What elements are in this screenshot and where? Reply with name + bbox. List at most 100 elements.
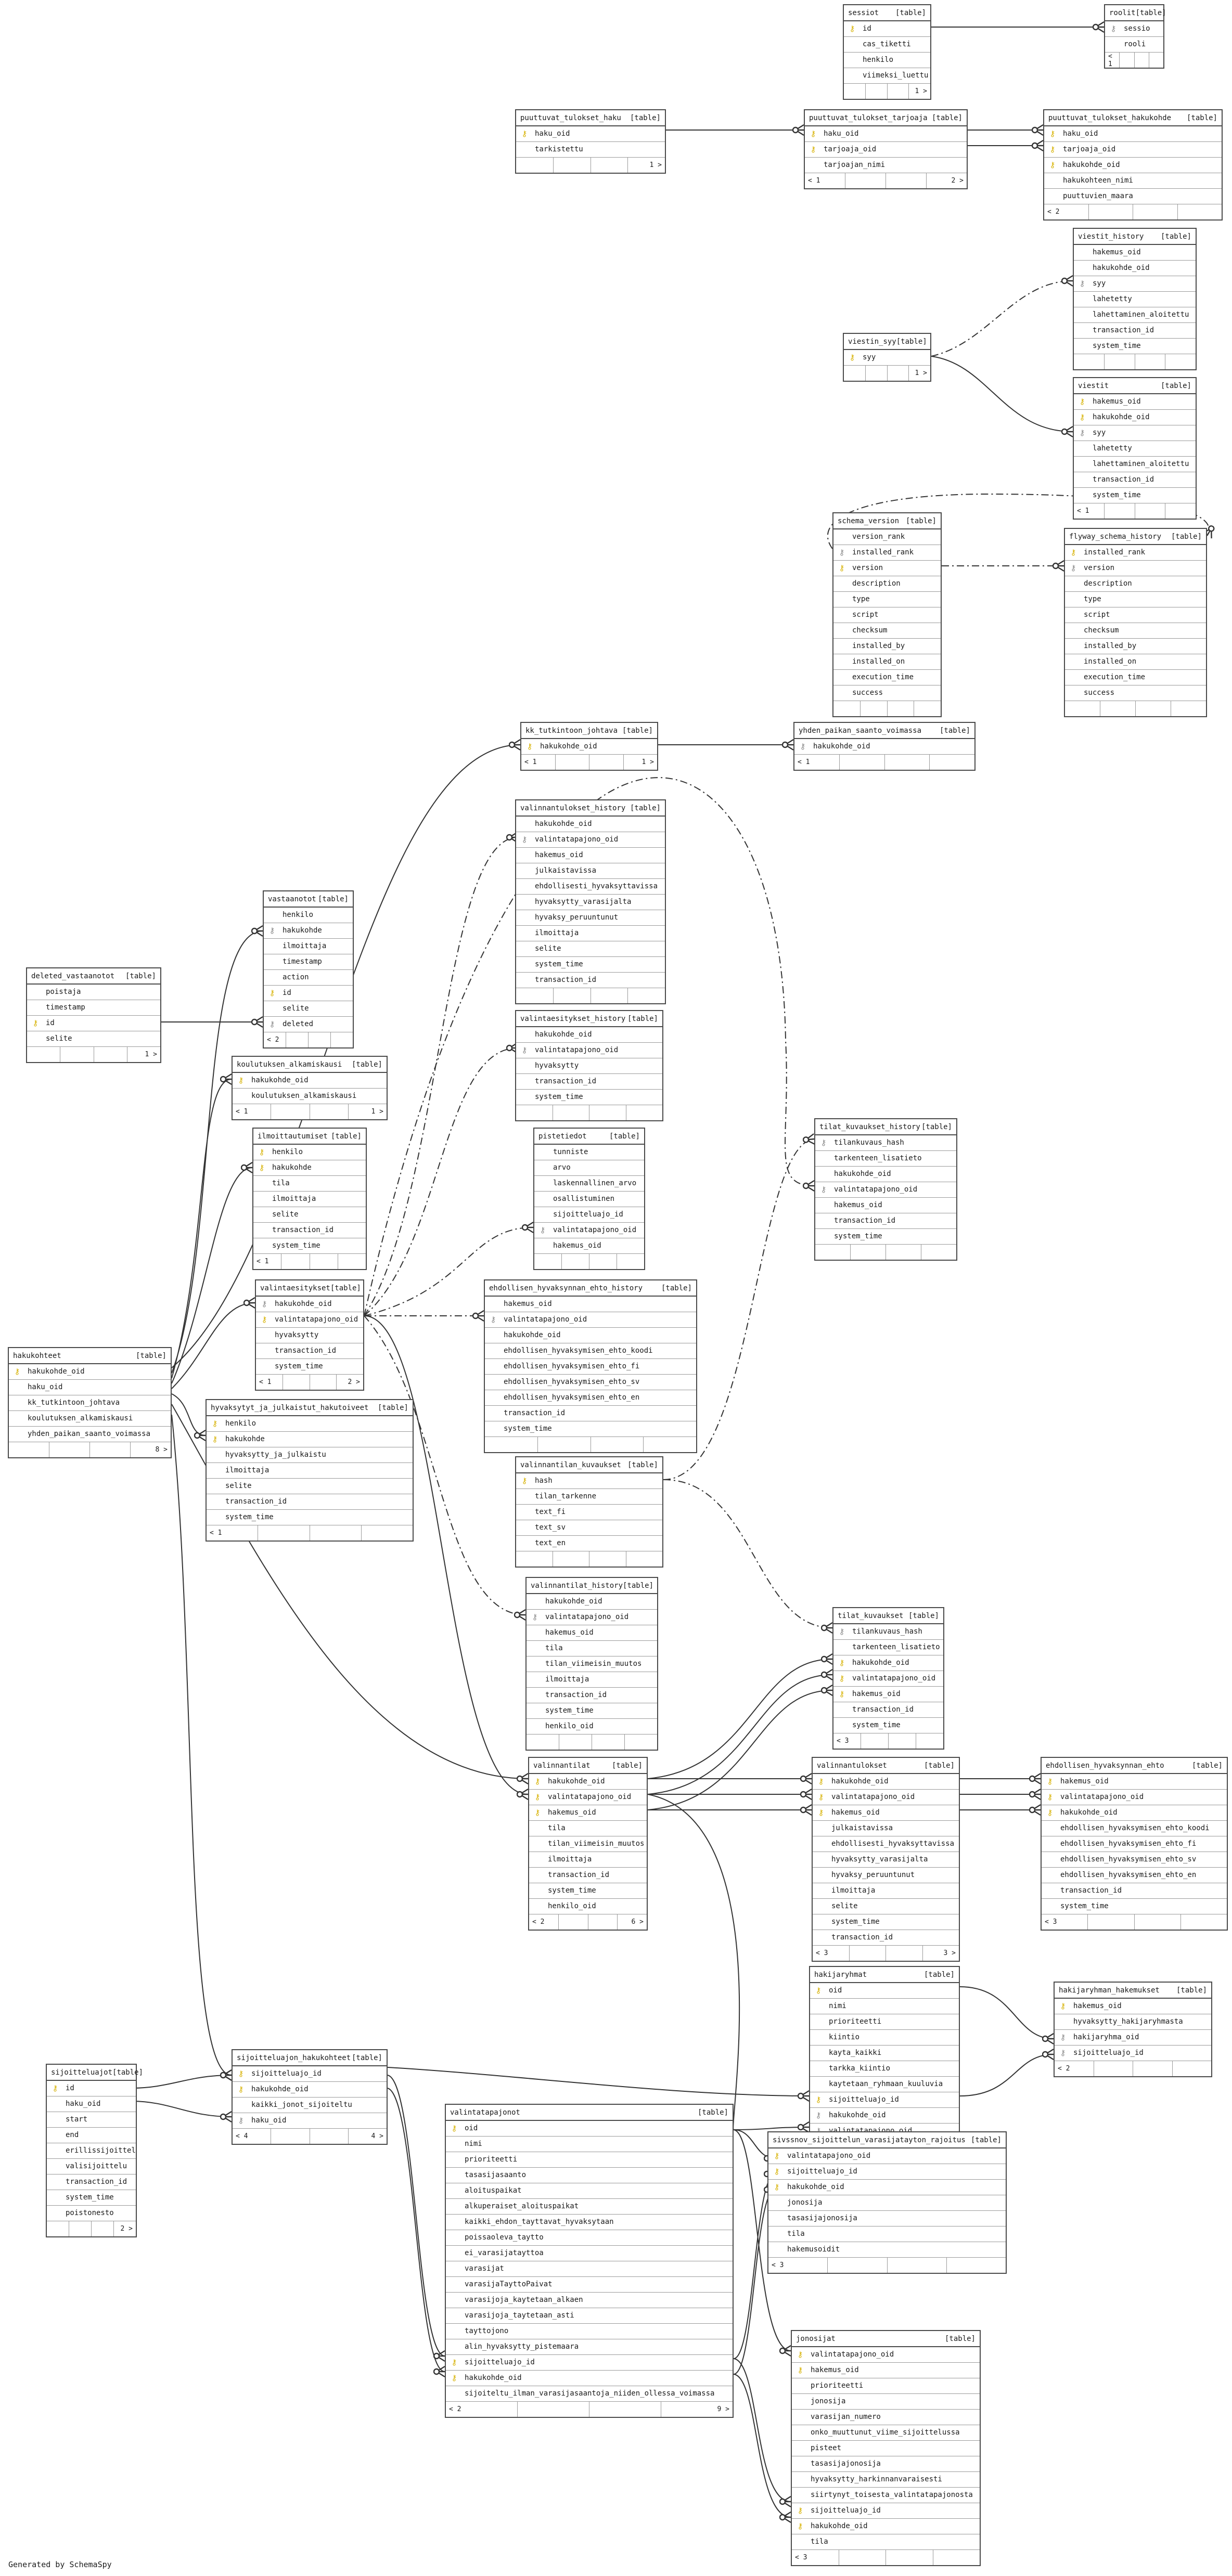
column-row[interactable]: ⚷hakukohde_oid <box>446 2371 733 2386</box>
column-row[interactable]: hakukohde_oid <box>516 1027 662 1043</box>
column-row[interactable]: nimi <box>446 2137 733 2152</box>
child-count[interactable] <box>628 988 665 1003</box>
table-viestit[interactable]: viestit[table]⚷hakemus_oid⚷hakukohde_oid… <box>1073 377 1197 520</box>
column-row[interactable]: hyvaksy_peruuntunut <box>813 1868 959 1883</box>
column-row[interactable]: ehdollisen_hyvaksymisen_ehto_sv <box>485 1375 696 1390</box>
column-row[interactable]: hyvaksytty_hakijaryhmasta <box>1055 2014 1211 2030</box>
column-row[interactable]: success <box>833 685 941 701</box>
column-row[interactable]: tarkistettu <box>516 142 665 158</box>
column-row[interactable]: ⚷hakukohde <box>207 1432 413 1447</box>
child-count[interactable]: 6 > <box>631 1918 644 1926</box>
column-row[interactable]: installed_on <box>833 654 941 670</box>
parent-count[interactable]: < 2 <box>1044 204 1089 219</box>
column-row[interactable]: ⚷hakemus_oid <box>1042 1774 1227 1790</box>
parent-count[interactable]: < 1 <box>794 755 840 770</box>
column-row[interactable]: hakemus_oid <box>516 848 665 863</box>
child-count[interactable]: 9 > <box>717 2405 729 2413</box>
column-row[interactable]: checksum <box>833 623 941 639</box>
table-valintaesitykset-history[interactable]: valintaesitykset_history[table]hakukohde… <box>515 1010 663 1121</box>
column-row[interactable]: transaction_id <box>1074 472 1196 488</box>
column-row[interactable]: hyvaksytty <box>516 1058 662 1074</box>
column-row[interactable]: system_time <box>1042 1899 1227 1914</box>
parent-count[interactable] <box>516 988 554 1003</box>
column-row[interactable]: action <box>264 970 353 986</box>
column-row[interactable]: ⚷installed_rank <box>833 545 941 561</box>
table-kk-tutkintoon-johtava[interactable]: kk_tutkintoon_johtava[table]⚷hakukohde_o… <box>520 722 658 771</box>
column-row[interactable]: sijoiteltu_ilman_varasijasaantoja_niiden… <box>446 2386 733 2402</box>
column-row[interactable]: tarkenteen_lisatieto <box>815 1151 956 1167</box>
column-row[interactable]: description <box>833 576 941 592</box>
column-row[interactable]: ⚷hash <box>516 1473 662 1489</box>
column-row[interactable]: ⚷syy <box>1074 425 1196 441</box>
table-valinnantulokset-history[interactable]: valinnantulokset_history[table]hakukohde… <box>515 799 666 1004</box>
column-row[interactable]: ilmoittaja <box>264 939 353 954</box>
column-row[interactable]: pisteet <box>792 2441 980 2456</box>
table-valinnantilat[interactable]: valinnantilat[table]⚷hakukohde_oid⚷valin… <box>528 1757 648 1931</box>
column-row[interactable]: ⚷hakukohde <box>264 923 353 939</box>
column-row[interactable]: success <box>1065 685 1206 701</box>
table-jonosijat[interactable]: jonosijat[table]⚷valintatapajono_oid⚷hak… <box>791 2330 981 2566</box>
table-flyway-schema-history[interactable]: flyway_schema_history[table]⚷installed_r… <box>1064 528 1207 717</box>
parent-count[interactable]: < 1 <box>207 1525 259 1541</box>
column-row[interactable]: ⚷valintatapajono_oid <box>516 832 665 848</box>
child-count[interactable]: 8 > <box>155 1446 168 1454</box>
column-row[interactable]: tilan_tarkenne <box>516 1489 662 1505</box>
column-row[interactable]: alin_hyvaksytty_pistemaara <box>446 2339 733 2355</box>
column-row[interactable]: prioriteetti <box>810 2014 959 2030</box>
column-row[interactable]: system_time <box>1074 488 1196 503</box>
child-count[interactable] <box>1181 1914 1227 1930</box>
column-row[interactable]: prioriteetti <box>446 2152 733 2168</box>
column-row[interactable]: lahetetty <box>1074 292 1196 307</box>
column-row[interactable]: cas_tiketti <box>844 37 930 53</box>
parent-count[interactable] <box>9 1442 49 1457</box>
column-row[interactable]: ⚷sijoitteluajo_id <box>792 2503 980 2519</box>
column-row[interactable]: installed_by <box>1065 639 1206 654</box>
parent-count[interactable]: < 4 <box>233 2129 272 2144</box>
column-row[interactable]: ⚷hakukohde_oid <box>833 1655 943 1671</box>
child-count[interactable] <box>362 1525 413 1541</box>
column-row[interactable]: version_rank <box>833 529 941 545</box>
child-count[interactable] <box>1149 53 1163 68</box>
child-count[interactable]: 1 > <box>915 87 927 95</box>
column-row[interactable]: ehdollisen_hyvaksymisen_ehto_en <box>485 1390 696 1406</box>
column-row[interactable]: tarjoajan_nimi <box>805 158 967 173</box>
column-row[interactable]: ⚷hakemus_oid <box>833 1687 943 1702</box>
column-row[interactable]: ⚷hakemus_oid <box>792 2363 980 2378</box>
table-ehdollisen-hyvaksynnan-ehto-history[interactable]: ehdollisen_hyvaksynnan_ehto_history[tabl… <box>484 1279 697 1453</box>
child-count[interactable]: 2 > <box>120 2225 133 2233</box>
parent-count[interactable]: < 2 <box>264 1032 286 1047</box>
column-row[interactable]: ⚷oid <box>810 1983 959 1999</box>
column-row[interactable]: ehdollisen_hyvaksymisen_ehto_fi <box>1042 1836 1227 1852</box>
table-yhden-paikan-saanto-voimassa[interactable]: yhden_paikan_saanto_voimassa[table]⚷haku… <box>793 722 976 771</box>
column-row[interactable]: ⚷valintatapajono_oid <box>534 1223 644 1238</box>
column-row[interactable]: haku_oid <box>47 2096 136 2112</box>
column-row[interactable]: ⚷sijoitteluajo_id <box>446 2355 733 2371</box>
column-row[interactable]: ⚷oid <box>446 2121 733 2137</box>
column-row[interactable]: system_time <box>47 2190 136 2206</box>
column-row[interactable]: varasijoja_kaytetaan_alkaen <box>446 2293 733 2308</box>
column-row[interactable]: tasasijajonosija <box>768 2211 1006 2227</box>
column-row[interactable]: ⚷sijoitteluajo_id <box>768 2164 1006 2180</box>
column-row[interactable]: tila <box>527 1641 657 1656</box>
column-row[interactable]: transaction_id <box>833 1702 943 1718</box>
column-row[interactable]: lahettaminen_aloitettu <box>1074 457 1196 472</box>
column-row[interactable]: varasijat <box>446 2261 733 2277</box>
column-row[interactable]: selite <box>253 1207 366 1223</box>
column-row[interactable]: ⚷hakemus_oid <box>529 1805 647 1821</box>
child-count[interactable] <box>1165 503 1196 519</box>
column-row[interactable]: text_fi <box>516 1505 662 1520</box>
column-row[interactable]: aloituspaikat <box>446 2183 733 2199</box>
child-count[interactable] <box>1171 701 1206 716</box>
column-row[interactable]: haku_oid <box>9 1380 171 1395</box>
column-row[interactable]: system_time <box>256 1359 363 1375</box>
column-row[interactable]: system_time <box>1074 339 1196 354</box>
parent-count[interactable]: < 1 <box>521 755 556 770</box>
column-row[interactable]: system_time <box>527 1703 657 1719</box>
column-row[interactable]: tayttojono <box>446 2324 733 2339</box>
column-row[interactable]: ei_varasijatayttoa <box>446 2246 733 2261</box>
